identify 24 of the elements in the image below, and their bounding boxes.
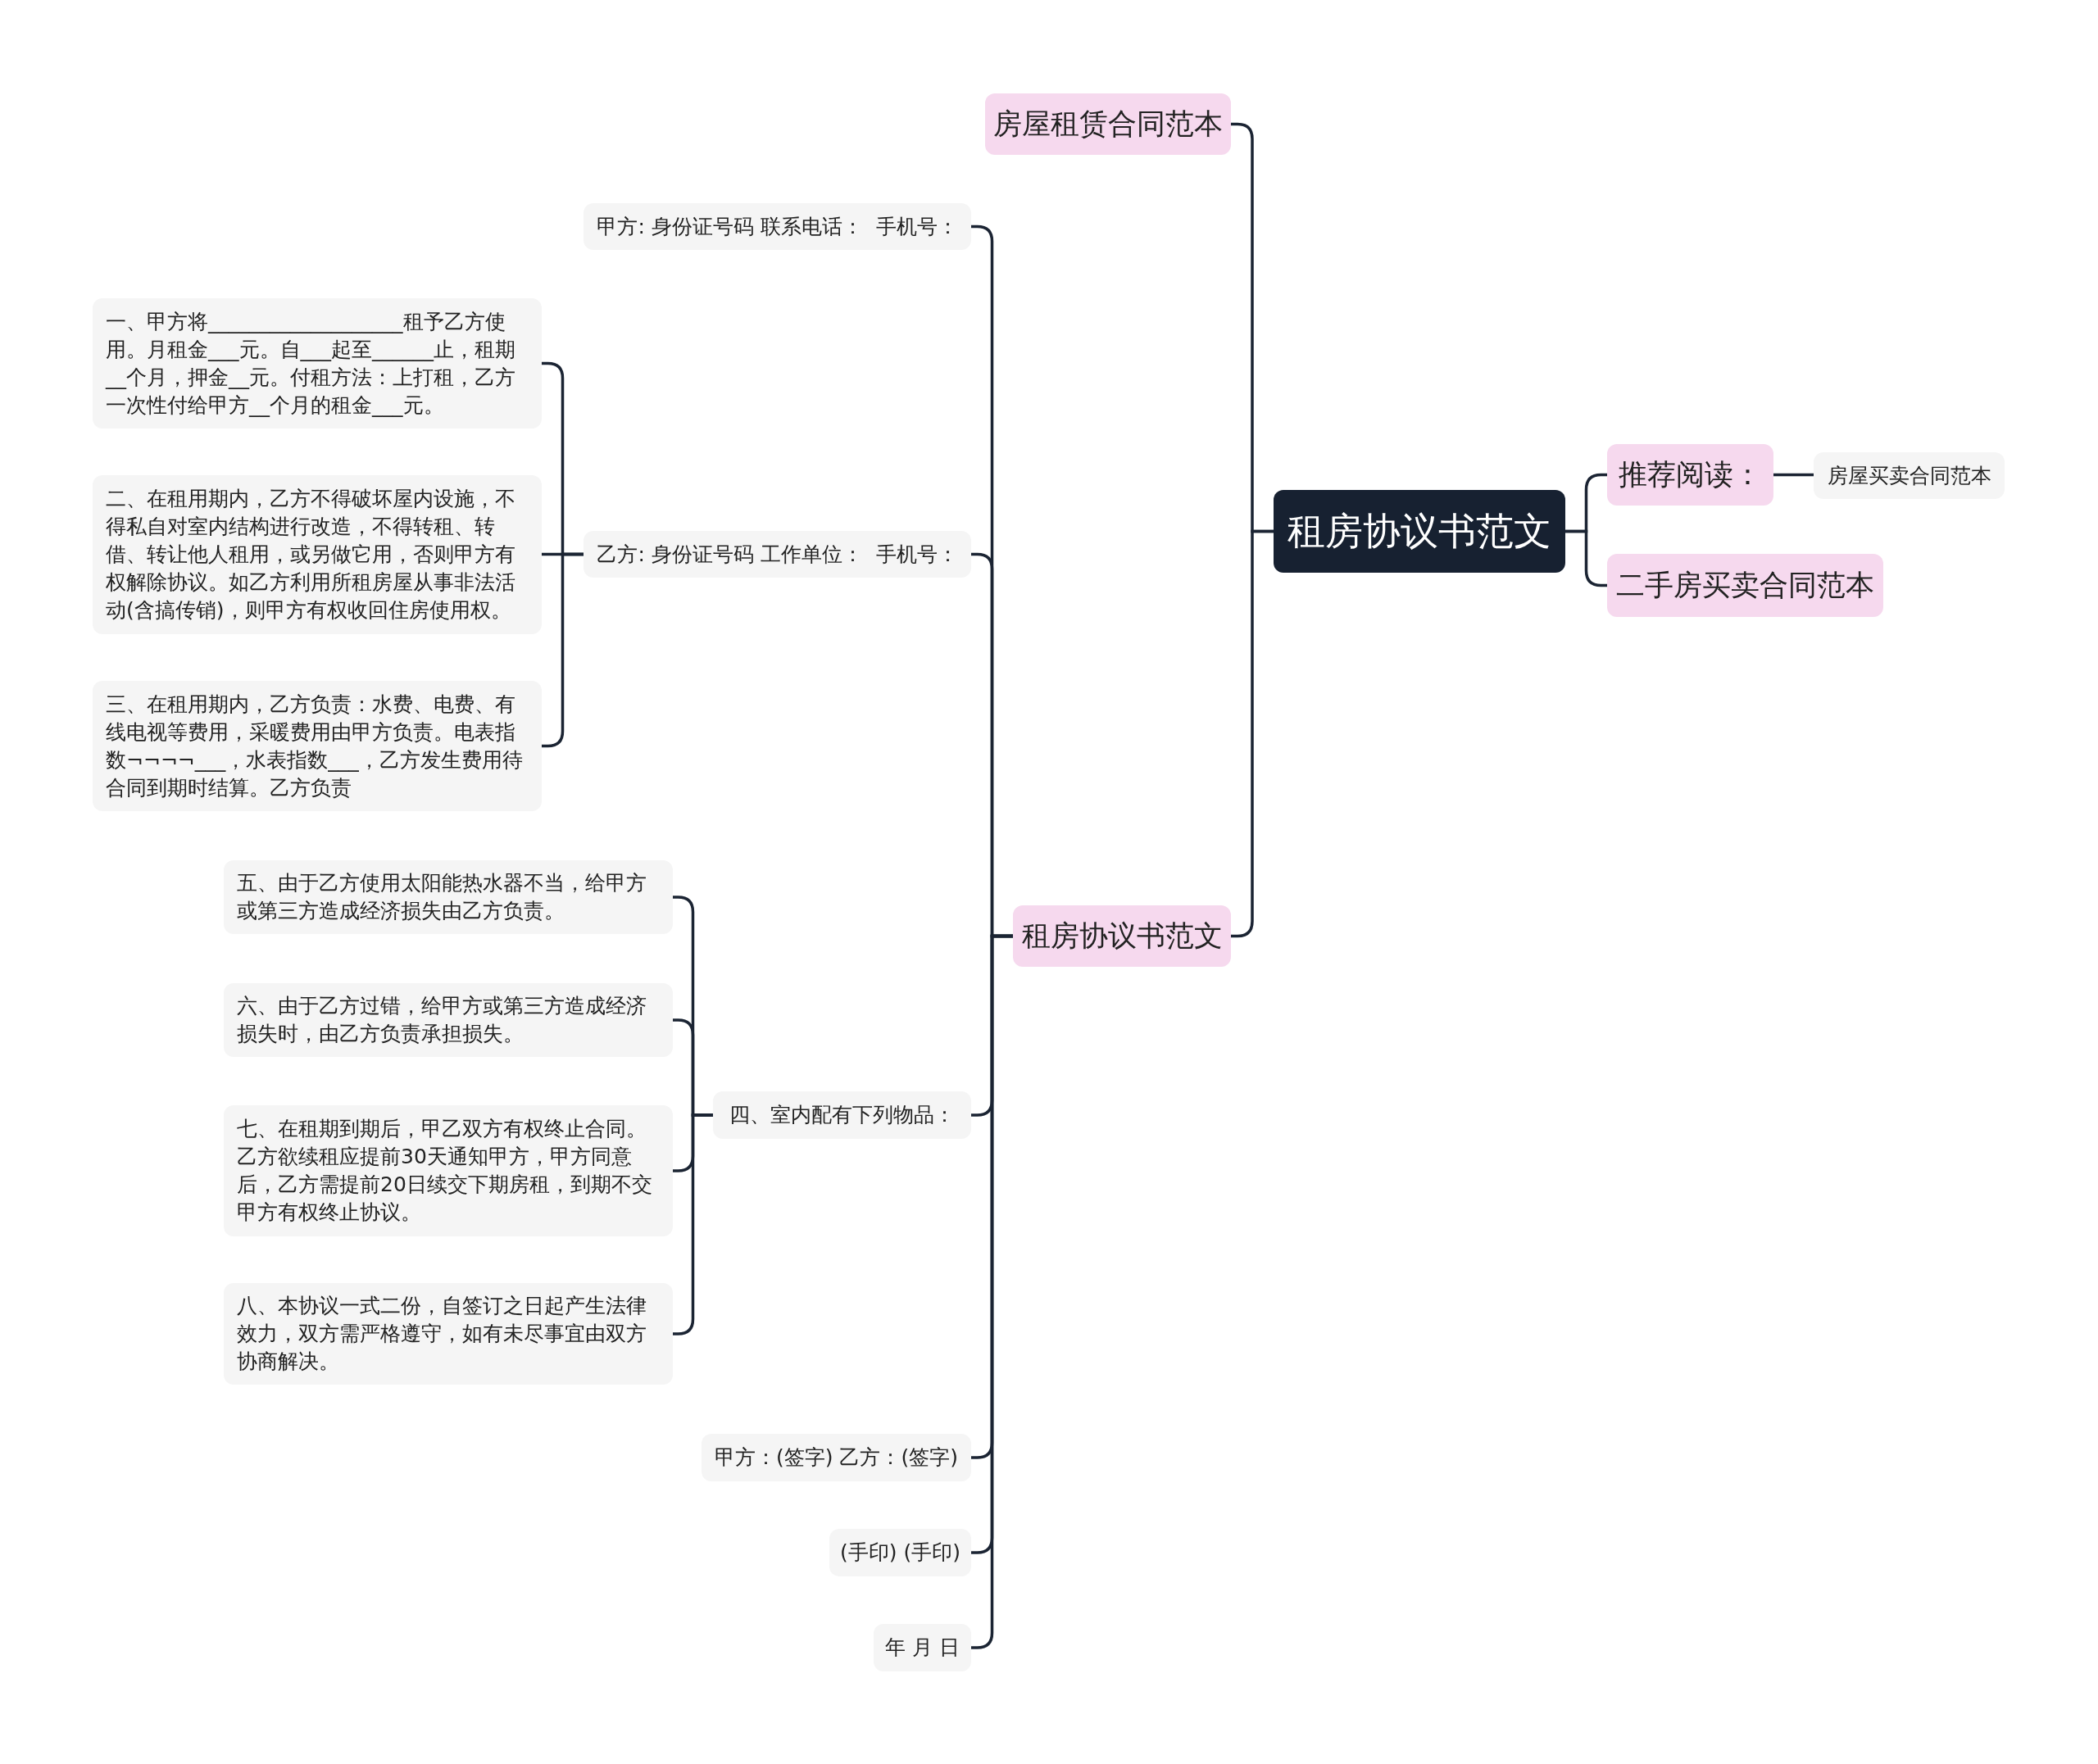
text-box: 三、在租用期内，乙方负责：水费、电费、有线电视等费用，采暖费用由甲方负责。电表指数¬¬¬¬___，水表指数___，乙方发生费用待合同到期时结算。乙方负责 [93,681,542,811]
text-box: 乙方: 身份证号码 工作单位： 手机号： [584,531,971,578]
text-box: 一、甲方将___________________租予乙方使用。月租金___元。自___起至______止，租期__个月，押金__元。付租方法：上打租，乙方一次性付给甲方__个月的租金___元。 [93,298,542,429]
text-box: 二、在租用期内，乙方不得破坏屋内设施，不得私自对室内结构进行改造，不得转租、转借、转让他人租用，或另做它用，否则甲方有权解除协议。如乙方利用所租房屋从事非法活动(含搞传销)，则甲方有权收回住房使用权。 [93,475,542,634]
text-box: 六、由于乙方过错，给甲方或第三方造成经济损失时，由乙方负责承担损失。 [224,983,673,1057]
text-box: 甲方: 身份证号码 联系电话： 手机号： [584,203,971,250]
connector-line [673,1113,713,1335]
connector-line [1231,529,1274,938]
text-box: 七、在租期到期后，甲乙双方有权终止合同。乙方欲续租应提前30天通知甲方，甲方同意后，乙方需提前20日续交下期房租，到期不交甲方有权终止协议。 [224,1105,673,1236]
text-box: 年 月 日 [874,1624,971,1671]
text-box: 房屋买卖合同范本 [1814,452,2005,499]
connector-line [542,552,584,748]
text-box: 五、由于乙方使用太阳能热水器不当，给甲方或第三方造成经济损失由乙方负责。 [224,860,673,934]
topic-box: 租房协议书范文 [1013,905,1231,967]
text-box: 甲方：(签字) 乙方：(签字) [702,1434,971,1481]
text-box: (手印) (手印) [829,1529,971,1576]
topic-box: 房屋租赁合同范本 [985,93,1231,155]
text-box: 四、室内配有下列物品： [713,1091,971,1139]
central-topic-box: 租房协议书范文 [1274,490,1565,573]
topic-box: 推荐阅读： [1607,444,1773,506]
connector-line [1773,473,1814,477]
connector-line [1565,529,1607,587]
text-box: 八、本协议一式二份，自签订之日起产生法律效力，双方需严格遵守，如有未尽事宜由双方协商解决。 [224,1283,673,1385]
topic-box: 二手房买卖合同范本 [1607,554,1883,617]
